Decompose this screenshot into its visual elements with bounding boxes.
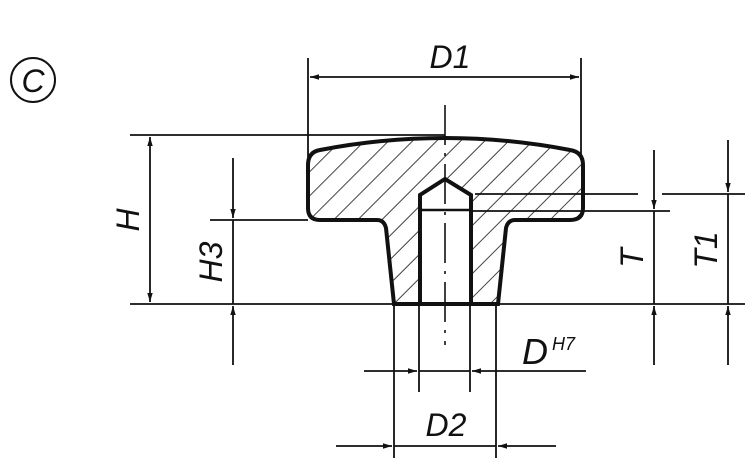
dimension-label-h3: H3 [193, 241, 229, 282]
dimension-label-h: H [110, 208, 146, 232]
variant-marker: C [10, 57, 56, 103]
dimension-label-d-tolerance: H7 [552, 334, 576, 354]
dimension-lines [130, 58, 745, 458]
knob-cross-section [306, 105, 585, 345]
dimension-label-d: D [522, 331, 548, 372]
variant-label: C [21, 63, 45, 99]
dimension-label-t: T [614, 246, 650, 268]
dimension-label-d1: D1 [430, 39, 471, 75]
dimension-label-d2: D2 [426, 407, 467, 443]
dimension-label-t1: T1 [688, 231, 724, 268]
